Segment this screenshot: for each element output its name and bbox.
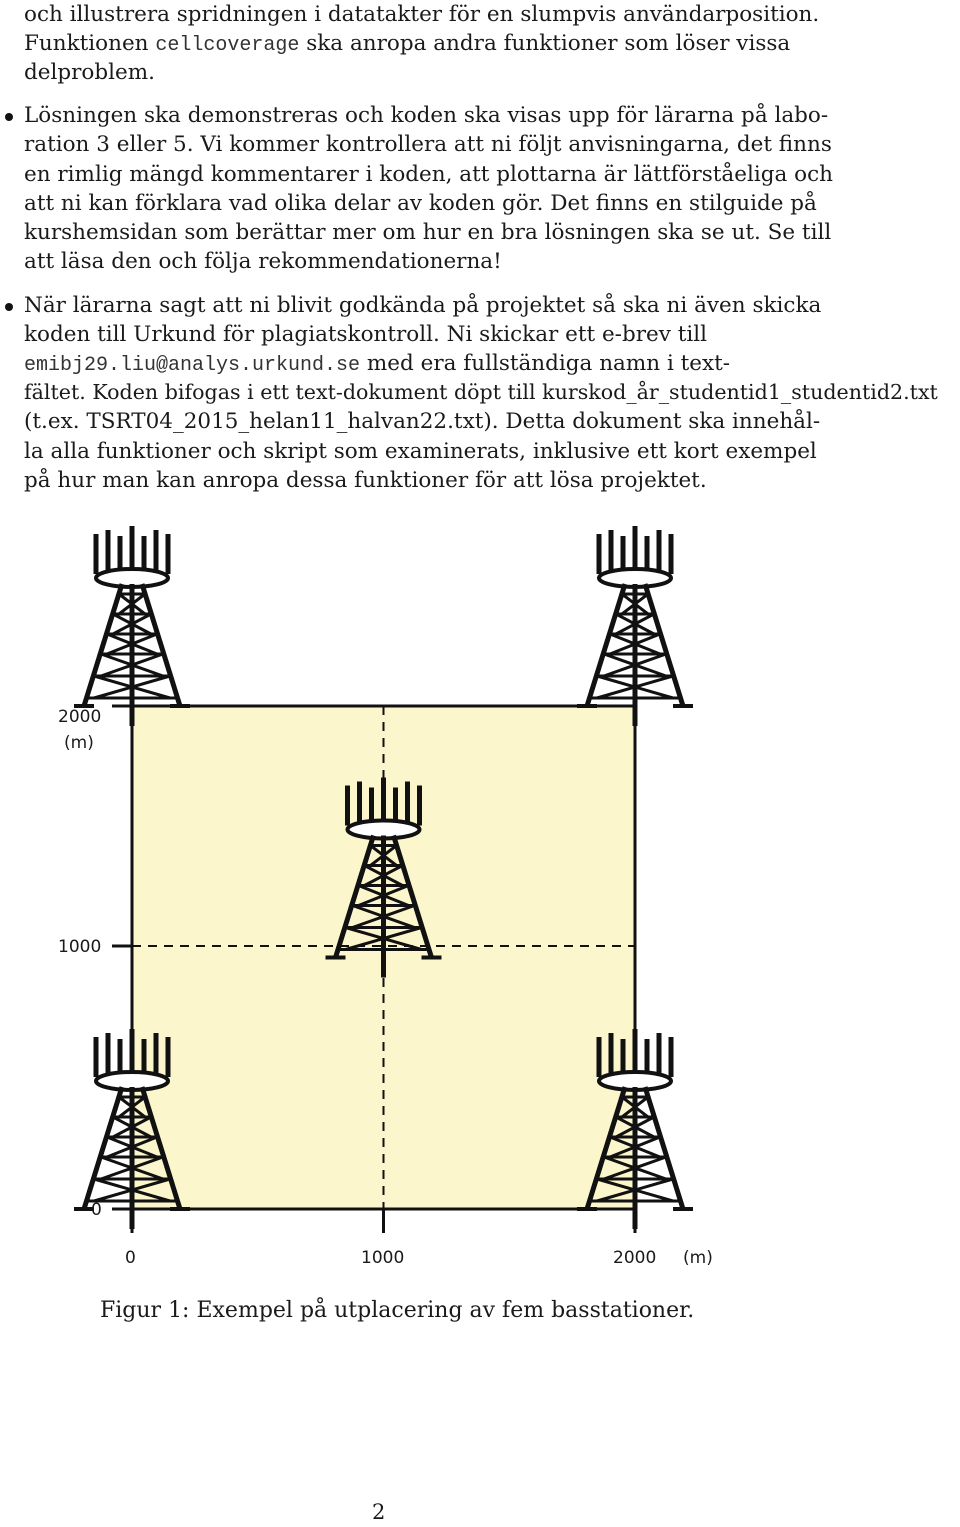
text-line: emibj29.liu@analys.urkund.se med era ful… <box>24 349 814 380</box>
text-line: koden till Urkund för plagiatskontroll. … <box>24 322 707 347</box>
text-line: Funktionen cellcoverage ska anropa andra… <box>24 29 814 60</box>
x-tick-label-1000: 1000 <box>361 1248 404 1268</box>
text-line: kurshemsidan som berättar mer om hur en … <box>24 220 832 245</box>
y-tick-label-1000: 1000 <box>58 937 101 957</box>
text-span: Funktionen <box>24 31 156 56</box>
text-span: med era fullständiga namn i text- <box>360 351 731 376</box>
x-tick-label-0: 0 <box>125 1248 136 1268</box>
y-unit-label: (m) <box>64 733 94 753</box>
text-line: la alla funktioner och skript som examin… <box>24 439 817 464</box>
y-tick-label-2000: 2000 <box>58 707 101 727</box>
text-line: en rimlig mängd kommentarer i koden, att… <box>24 162 833 187</box>
x-tick-label-2000: 2000 <box>613 1248 656 1268</box>
page-number: 2 <box>372 1500 386 1524</box>
text-line: på hur man kan anropa dessa funktioner f… <box>24 468 707 493</box>
text-line: delproblem. <box>24 60 155 85</box>
figure-caption: Figur 1: Exempel på utplacering av fem b… <box>100 1298 695 1323</box>
text-line: Lösningen ska demonstreras och koden ska… <box>24 103 829 128</box>
x-unit-label: (m) <box>683 1248 713 1268</box>
text-line: (t.ex. TSRT04_2015_helan11_halvan22.txt)… <box>24 409 821 434</box>
email-link[interactable]: emibj29.liu@analys.urkund.se <box>24 354 361 377</box>
text-line: ration 3 eller 5. Vi kommer kontrollera … <box>24 132 832 157</box>
text-line: och illustrera spridningen i datatakter … <box>24 2 820 27</box>
y-tick-label-0: 0 <box>91 1200 102 1220</box>
text-span: ska anropa andra funktioner som löser vi… <box>299 31 791 56</box>
text-line: att läsa den och följa rekommendationern… <box>24 249 502 274</box>
bullet-icon <box>5 113 13 121</box>
bullet-icon <box>5 303 13 311</box>
function-name: cellcoverage <box>155 34 300 57</box>
text-line: fältet. Koden bifogas i ett text-dokumen… <box>24 380 938 404</box>
text-line: När lärarna sagt att ni blivit godkända … <box>24 293 822 318</box>
basestation-tower-icon <box>74 526 190 726</box>
basestation-tower-icon <box>577 526 693 726</box>
text-line: att ni kan förklara vad olika delar av k… <box>24 191 817 216</box>
basestation-figure: 2000 (m) 1000 0 0 1000 2000 (m) <box>58 515 713 1268</box>
